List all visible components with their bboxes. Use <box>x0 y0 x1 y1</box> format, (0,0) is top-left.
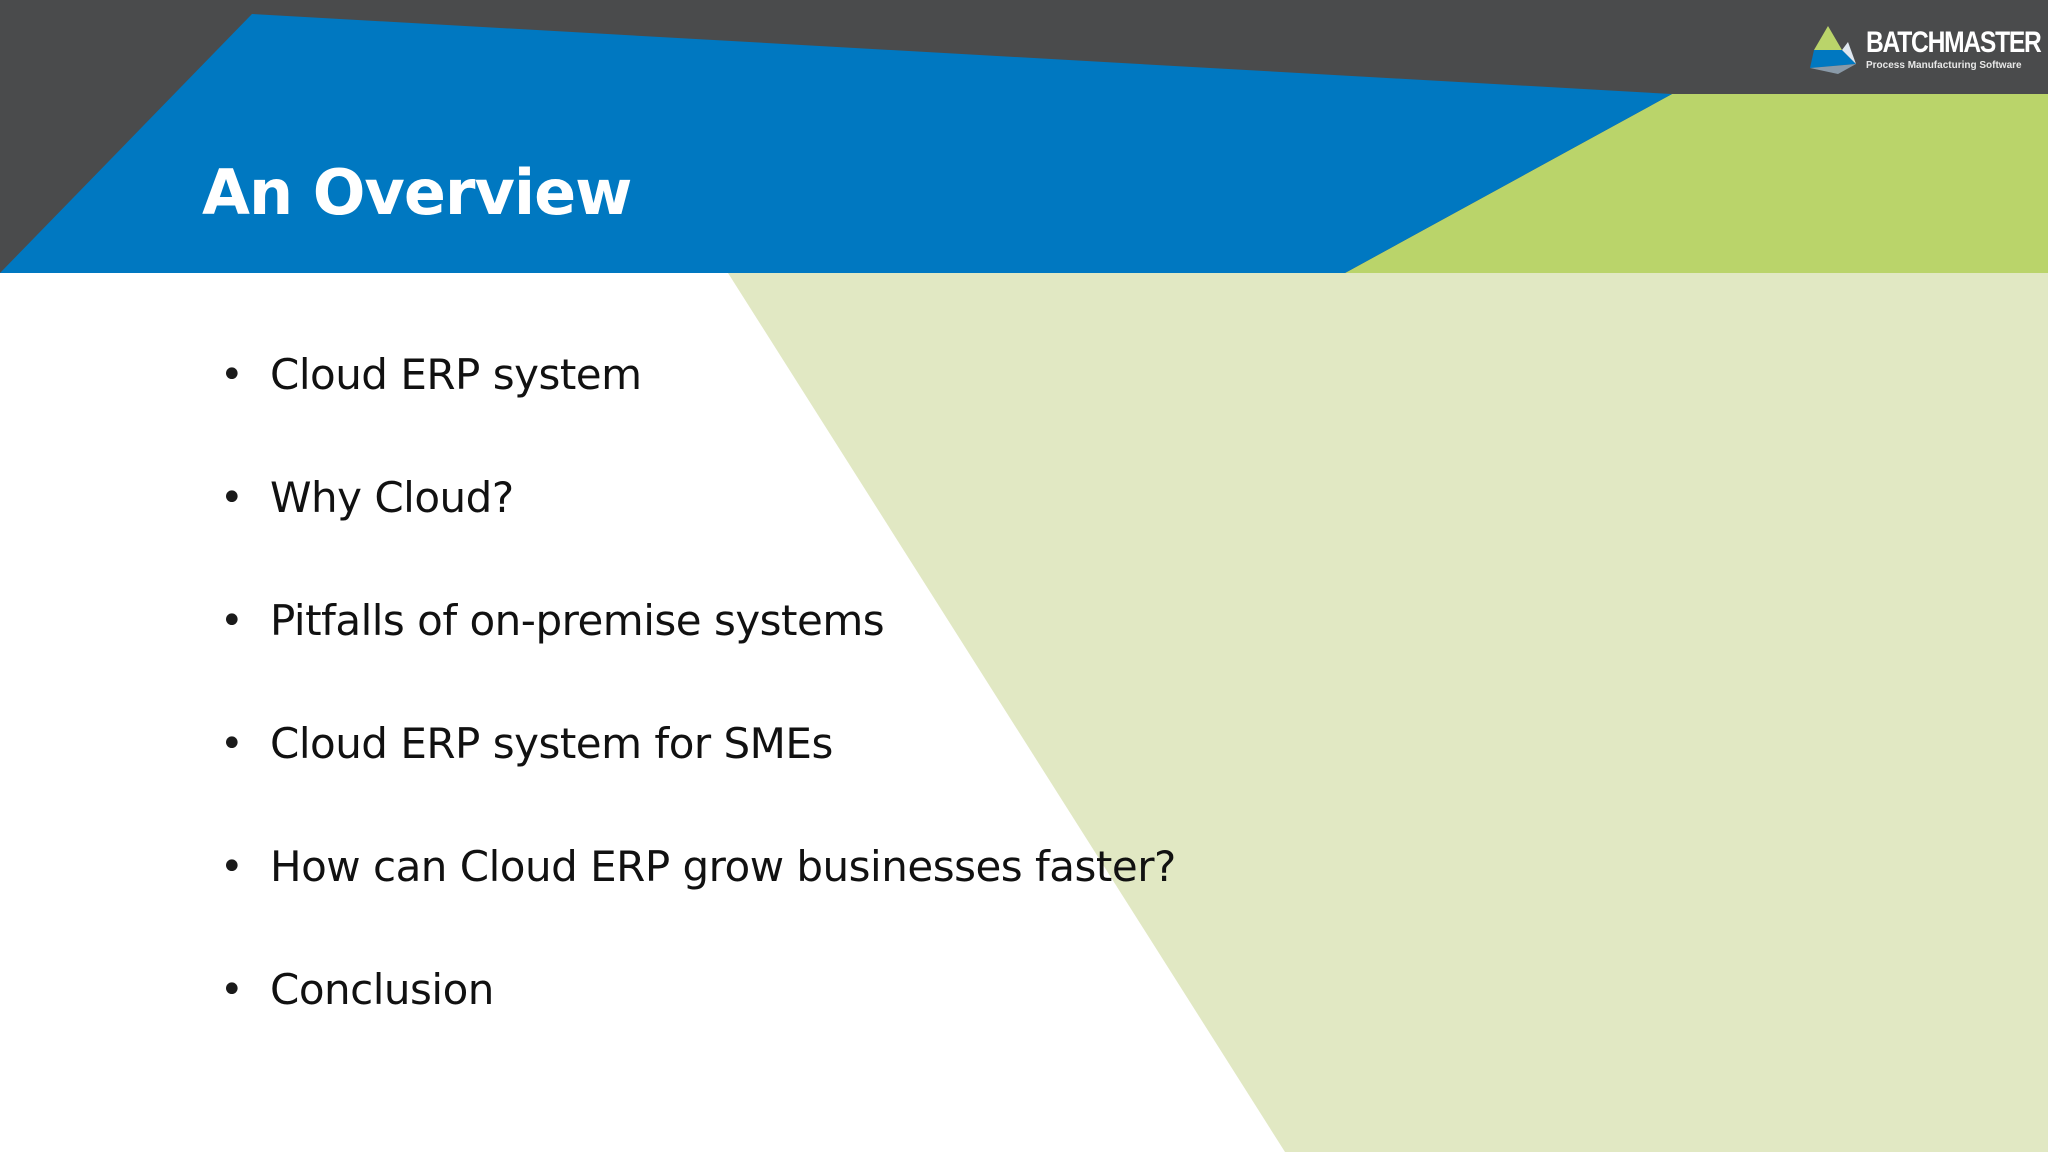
green-band <box>1345 94 2048 273</box>
bullet-text: Cloud ERP system for SMEs <box>270 719 833 768</box>
batchmaster-logo: BATCHMASTER Process Manufacturing Softwa… <box>1808 24 2042 80</box>
bullet-item: • Cloud ERP system <box>220 340 1176 463</box>
bullet-text: Cloud ERP system <box>270 350 642 399</box>
bullet-list: • Cloud ERP system • Why Cloud? • Pitfal… <box>220 340 1176 1078</box>
bullet-text: How can Cloud ERP grow businesses faster… <box>270 842 1176 891</box>
bullet-dot-icon: • <box>220 967 244 1013</box>
bullet-text: Conclusion <box>270 965 494 1014</box>
bullet-item: • Cloud ERP system for SMEs <box>220 709 1176 832</box>
bullet-item: • How can Cloud ERP grow businesses fast… <box>220 832 1176 955</box>
bullet-dot-icon: • <box>220 844 244 890</box>
bullet-dot-icon: • <box>220 598 244 644</box>
batchmaster-logo-icon <box>1810 26 1856 74</box>
bullet-text: Why Cloud? <box>270 473 514 522</box>
bullet-dot-icon: • <box>220 352 244 398</box>
bullet-dot-icon: • <box>220 721 244 767</box>
bullet-item: • Conclusion <box>220 955 1176 1078</box>
bullet-item: • Pitfalls of on-premise systems <box>220 586 1176 709</box>
bullet-text: Pitfalls of on-premise systems <box>270 596 885 645</box>
logo-wordmark: BATCHMASTER <box>1866 26 2042 59</box>
logo-tagline: Process Manufacturing Software <box>1866 60 2022 71</box>
light-green-panel <box>728 273 2048 1152</box>
slide-title: An Overview <box>202 156 632 229</box>
bullet-dot-icon: • <box>220 475 244 521</box>
blue-band <box>0 14 1672 273</box>
bullet-item: • Why Cloud? <box>220 463 1176 586</box>
